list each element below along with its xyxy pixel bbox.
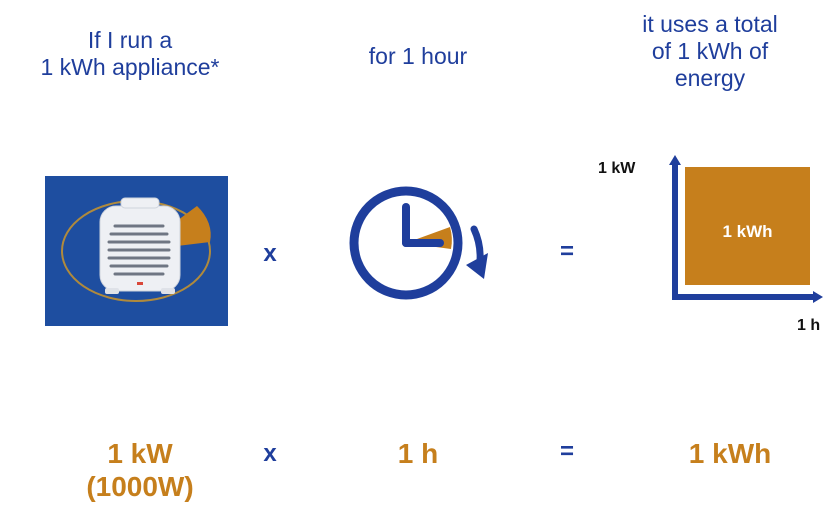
caption-result: it uses a total of 1 kWh of energy: [590, 11, 827, 92]
equals-operator: =: [559, 238, 574, 265]
caption-result-line-1: it uses a total: [642, 11, 778, 37]
energy-graph: [669, 155, 823, 303]
energy-area-label: 1 kWh: [722, 222, 773, 241]
caption-appliance: If I run a 1 kWh appliance*: [20, 27, 240, 81]
energy-value: 1 kWh: [688, 438, 772, 469]
caption-appliance-line-1: If I run a: [87, 27, 173, 53]
heater-icon: [45, 176, 228, 326]
y-axis-label: 1 kW: [598, 160, 636, 177]
x-axis-label: 1 h: [797, 317, 821, 334]
bottom-times-operator: x: [263, 440, 277, 467]
caption-result-line-3: energy: [674, 65, 746, 91]
caption-duration: for 1 hour: [368, 43, 468, 69]
caption-appliance-line-2: 1 kWh appliance*: [40, 54, 220, 80]
power-value-kw: 1 kW: [107, 438, 173, 469]
caption-result-line-2: of 1 kWh of: [651, 38, 769, 64]
times-operator: x: [263, 240, 277, 267]
power-value-w: (1000W): [86, 471, 194, 502]
power-value: 1 kW (1000W): [60, 437, 220, 503]
time-value: 1 h: [397, 438, 439, 469]
x-axis-arrow: [813, 291, 823, 303]
energy-area: [685, 167, 810, 285]
y-axis-arrow: [669, 155, 681, 165]
clock-icon: [349, 186, 488, 300]
bottom-equals-operator: =: [559, 438, 574, 465]
